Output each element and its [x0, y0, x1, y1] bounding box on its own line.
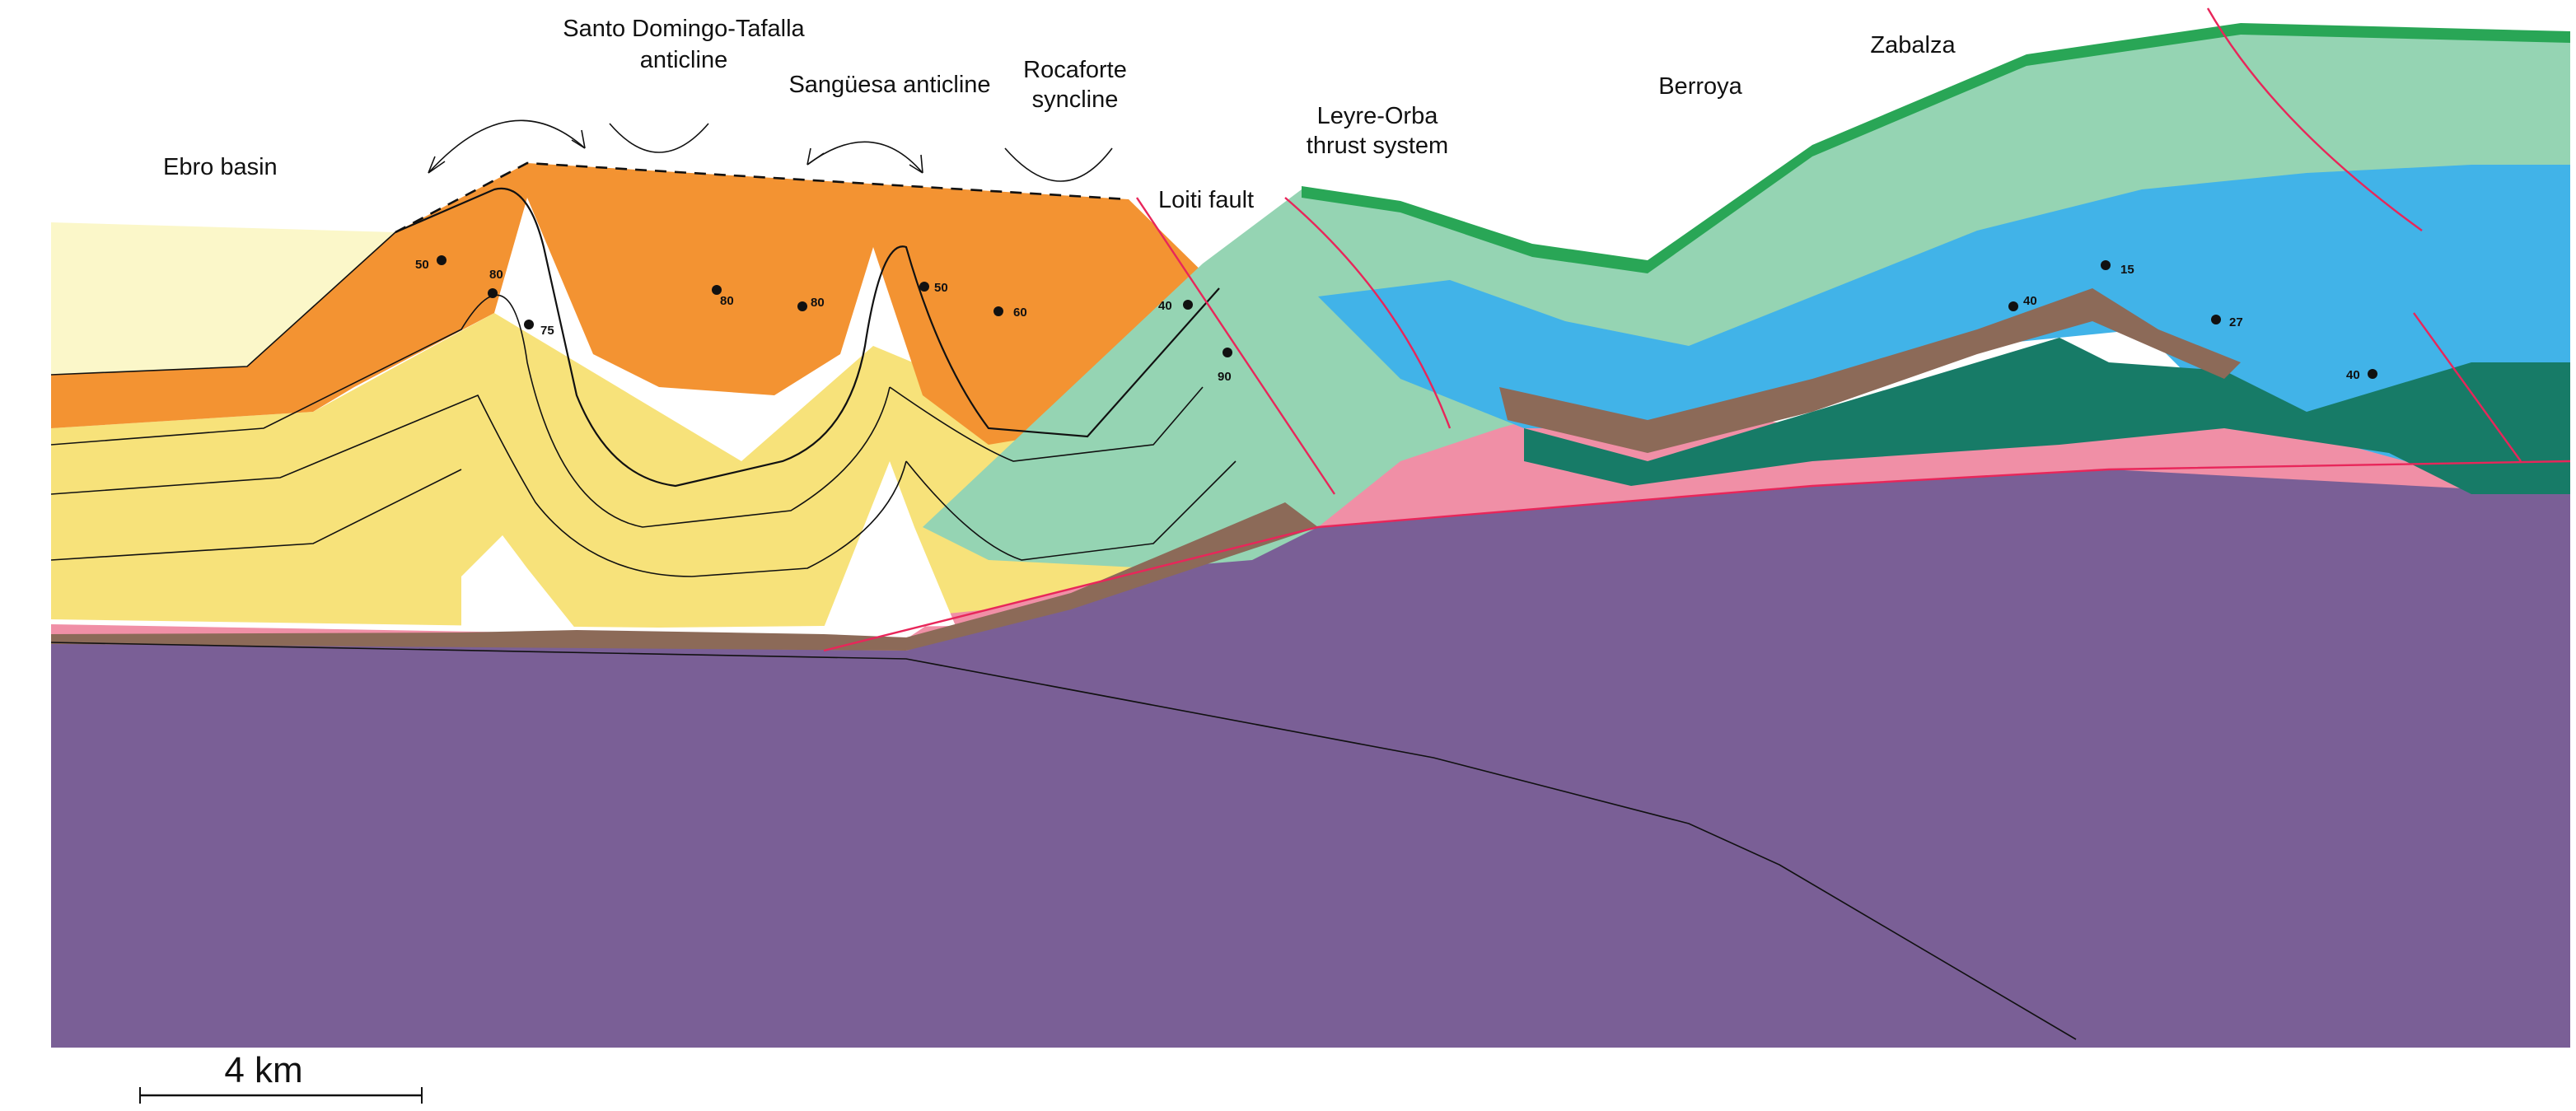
svg-text:80: 80: [489, 268, 503, 282]
label-ebro-basin: Ebro basin: [163, 154, 278, 180]
loiti-fault-trace: [1136, 197, 1335, 495]
label-rocaforte-1: Rocaforte: [1023, 57, 1127, 83]
arrow-head-1: [428, 156, 446, 174]
contact-line-2: [50, 294, 891, 528]
svg-text:15: 15: [2120, 263, 2134, 277]
basement-unit: [51, 461, 2570, 1048]
svg-text:27: 27: [2229, 315, 2243, 329]
dip-markers: 50 80 75 80 80 50 60 40 90 15 40 27 40: [415, 255, 2377, 384]
scale-bar-label: 4 km: [224, 1050, 302, 1090]
label-santo-domingo-1: Santo Domingo-Tafalla: [563, 16, 805, 42]
syncline-symbol-1: [609, 123, 709, 153]
svg-text:80: 80: [720, 294, 734, 308]
label-leyre-2: thrust system: [1307, 133, 1448, 159]
brown-band: [1499, 288, 2241, 453]
svg-text:50: 50: [934, 281, 948, 295]
syncline-symbol-2: [1004, 147, 1113, 182]
anticline-symbol-1: [428, 119, 586, 174]
thrust-fault-4: [2413, 312, 2522, 462]
label-sanguesa: Sangüesa anticline: [788, 72, 990, 98]
contact-line-4: [50, 469, 462, 561]
white-gap: [461, 535, 577, 630]
ebro-foreland-unit: [51, 222, 395, 375]
dark-green-unit: [1524, 338, 2570, 494]
arrow-head-4: [909, 154, 923, 174]
anticline-symbol-2: [806, 141, 923, 174]
outer-fold-boundary: [395, 187, 1220, 488]
thrust-fault-3: [2206, 7, 2423, 231]
orange-unit: [51, 163, 1219, 445]
contact-line-5: [889, 386, 1204, 462]
brown-band-lower: [51, 502, 1318, 651]
contact-line-3: [50, 394, 907, 577]
svg-text:40: 40: [1158, 299, 1172, 313]
label-berroya: Berroya: [1658, 73, 1742, 100]
label-santo-domingo-2: anticline: [640, 47, 727, 73]
arrow-head-3: [806, 147, 825, 166]
arrow-head-2: [571, 129, 586, 149]
contact-line-1: [50, 231, 396, 376]
svg-text:40: 40: [2346, 368, 2360, 382]
svg-text:90: 90: [1218, 370, 1232, 384]
restored-surface-dashed: [395, 161, 1129, 234]
label-rocaforte-2: syncline: [1032, 86, 1119, 113]
label-leyre-1: Leyre-Orba: [1317, 103, 1439, 129]
svg-text:50: 50: [415, 258, 429, 272]
svg-text:60: 60: [1013, 306, 1027, 320]
svg-text:80: 80: [811, 296, 825, 310]
svg-text:75: 75: [540, 324, 554, 338]
label-loiti-fault: Loiti fault: [1158, 187, 1254, 213]
decollement-line: [50, 642, 2077, 1040]
basal-thrust: [823, 460, 2571, 652]
svg-text:40: 40: [2023, 294, 2037, 308]
thrust-fault-2: [1284, 197, 1452, 429]
label-zabalza: Zabalza: [1870, 32, 1956, 58]
contact-line-6: [905, 460, 1237, 561]
green-thrust-sheet: [923, 28, 2570, 568]
white-gap-2: [824, 461, 956, 628]
